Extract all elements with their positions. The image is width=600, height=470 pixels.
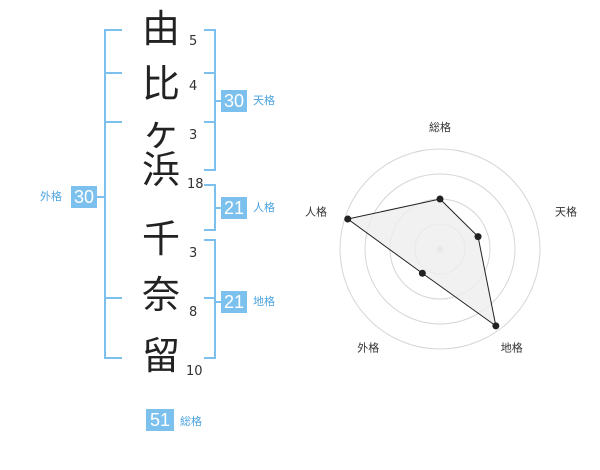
stroke-count-4: 18 (187, 177, 204, 192)
tenkaku-value: 30 (221, 90, 247, 112)
name-char-3: ヶ (141, 110, 180, 154)
gaikaku-value: 30 (71, 186, 97, 208)
radar-axis-label-3: 地格 (501, 341, 523, 355)
name-char-4: 浜 (141, 148, 180, 192)
stroke-count-7: 10 (186, 364, 203, 379)
radar-ring-4 (339, 148, 541, 350)
jinkaku-value: 21 (221, 197, 247, 219)
radar-point-5 (344, 215, 352, 223)
gaikaku-label: 外格 (40, 190, 62, 203)
chikaku-value: 21 (221, 291, 247, 313)
jinkaku-label: 人格 (253, 201, 275, 214)
name-char-7: 留 (141, 334, 180, 378)
chikaku-label: 地格 (253, 295, 275, 308)
stroke-count-1: 5 (189, 34, 198, 49)
radar-axis-label-5: 人格 (305, 204, 327, 218)
stroke-count-3: 3 (189, 128, 198, 143)
soukaku-label: 総格 (180, 415, 202, 428)
stroke-count-5: 3 (189, 246, 198, 261)
radar-ring-3 (364, 173, 516, 325)
name-char-5: 千 (141, 217, 180, 261)
tenkaku-label: 天格 (253, 94, 275, 107)
radar-axis-label-1: 総格 (429, 120, 451, 134)
gaikaku-bracket (104, 29, 122, 359)
stroke-count-2: 4 (189, 79, 198, 94)
name-char-6: 奈 (141, 273, 180, 317)
soukaku-value: 51 (146, 409, 174, 431)
radar-axis-label-4: 外格 (357, 341, 379, 355)
radar-point-3 (492, 322, 500, 330)
radar-point-4 (418, 269, 426, 277)
radar-area (346, 198, 497, 327)
stroke-count-6: 8 (189, 305, 198, 320)
name-char-2: 比 (141, 62, 180, 106)
radar-point-2 (474, 233, 482, 241)
name-char-1: 由 (141, 7, 180, 51)
radar-point-1 (436, 195, 444, 203)
radar-axis-label-2: 天格 (555, 204, 577, 218)
